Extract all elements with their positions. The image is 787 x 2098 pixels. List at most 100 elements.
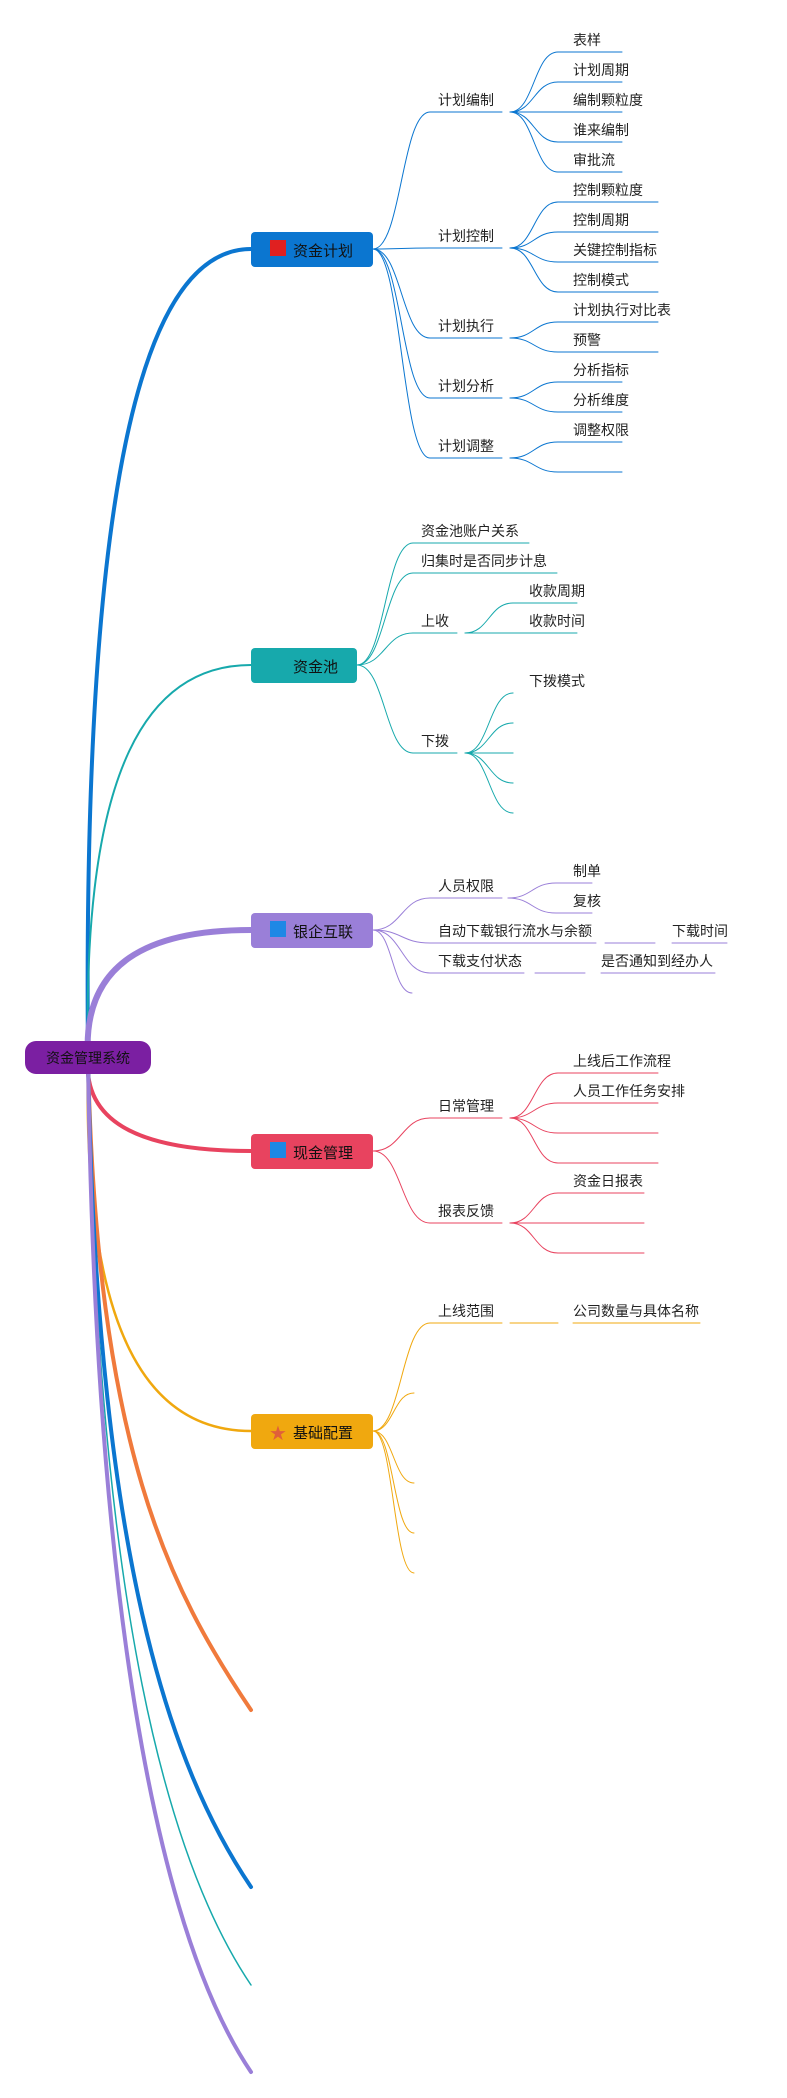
leaf-connector (509, 457, 559, 473)
subtopic-connector (372, 1430, 415, 1574)
subtopic-connector (356, 632, 414, 666)
subtopic-daily-management[interactable]: 日常管理 (438, 1099, 494, 1115)
subtopic-payment-status[interactable]: 下载支付状态 (438, 954, 522, 970)
blue-square-icon (270, 921, 286, 937)
leaf-connector (509, 1117, 559, 1134)
leaf-connector (464, 722, 514, 754)
leaf-connector (509, 201, 559, 249)
leaf[interactable]: 控制模式 (573, 273, 629, 289)
leaf-connector (509, 1102, 559, 1119)
branch-label: 资金池 (293, 658, 338, 676)
leaf-connector (509, 1117, 559, 1164)
leaf-connector (464, 752, 514, 814)
subtopic-connector (372, 929, 413, 994)
leaf[interactable]: 下拨模式 (529, 674, 585, 690)
leaf[interactable]: 上线后工作流程 (573, 1054, 671, 1070)
subtopic-plan-compile[interactable]: 计划编制 (438, 93, 494, 109)
leaf[interactable]: 谁来编制 (573, 123, 629, 139)
subtopic-collect[interactable]: 上收 (421, 614, 449, 630)
subtopic-plan-control[interactable]: 计划控制 (438, 229, 494, 245)
leaf[interactable]: 控制周期 (573, 213, 629, 229)
subtopic-pool-interest[interactable]: 归集时是否同步计息 (421, 553, 547, 570)
leaf-connector (509, 1072, 559, 1119)
subtopic-plan-analysis[interactable]: 计划分析 (438, 379, 494, 395)
branch-connector (86, 1055, 253, 2074)
subtopic-report-feedback[interactable]: 报表反馈 (438, 1204, 494, 1220)
subtopic-user-permission[interactable]: 人员权限 (438, 879, 494, 895)
branch-connector (84, 927, 254, 1060)
branch-connector (86, 1055, 253, 1433)
subtopic-connector (372, 1322, 431, 1432)
subtopic-connector (372, 1392, 415, 1432)
leaf-connector (507, 897, 557, 914)
branch-node-base-config[interactable]: ★ 基础配置 (251, 1414, 373, 1449)
leaf[interactable]: 制单 (573, 864, 601, 880)
leaf[interactable]: 表样 (573, 33, 601, 49)
subtopic-connector (372, 248, 431, 399)
leaf[interactable]: 复核 (573, 893, 601, 910)
leaf[interactable]: 关键控制指标 (573, 243, 657, 259)
leaf[interactable]: 调整权限 (573, 423, 629, 439)
root-node[interactable]: 资金管理系统 (25, 1041, 151, 1074)
leaf-connector (509, 81, 559, 113)
leaf-connector (509, 1222, 559, 1254)
leaf[interactable]: 计划执行对比表 (573, 303, 671, 319)
branch-node-cash-management[interactable]: 现金管理 (251, 1134, 373, 1169)
subtopic-connector (372, 897, 431, 931)
subtopic-connector (372, 111, 431, 250)
leaf-connector (509, 321, 559, 339)
subtopic-connector (372, 1430, 415, 1534)
branch-label: 银企互联 (293, 923, 353, 941)
subtopic-launch-scope[interactable]: 上线范围 (438, 1303, 494, 1320)
subtopic-plan-execute[interactable]: 计划执行 (438, 319, 494, 335)
leaf-connector (509, 247, 559, 293)
subtopic-pool-account[interactable]: 资金池账户关系 (421, 523, 519, 540)
subtopic-connector (372, 1150, 431, 1224)
subtopic-connector (372, 1117, 431, 1152)
leaf-connector (509, 111, 559, 173)
leaf-connector (509, 1192, 559, 1224)
branch-connector (85, 247, 253, 1059)
leaf[interactable]: 下载时间 (672, 924, 728, 940)
subtopic-connector (356, 572, 414, 666)
leaf[interactable]: 控制颗粒度 (573, 183, 643, 199)
branch-connector (86, 664, 252, 1058)
leaf-connector (464, 752, 514, 784)
leaf[interactable]: 收款时间 (529, 614, 585, 630)
subtopic-auto-download[interactable]: 自动下载银行流水与余额 (438, 923, 592, 940)
leaf[interactable]: 收款周期 (529, 584, 585, 600)
leaf[interactable]: 计划周期 (573, 63, 629, 79)
branch-node-fund-pool[interactable]: 资金池 (251, 648, 357, 683)
branch-node-fund-plan[interactable]: 资金计划 (251, 232, 373, 267)
branch-node-bank-link[interactable]: 银企互联 (251, 913, 373, 948)
blue-square-icon (270, 1142, 286, 1158)
leaf-connector (509, 231, 559, 249)
leaf[interactable]: 资金日报表 (573, 1174, 643, 1190)
leaf-connector (509, 51, 559, 113)
leaf[interactable]: 是否通知到经办人 (601, 953, 713, 970)
leaf[interactable]: 编制颗粒度 (573, 93, 643, 109)
leaf-connector (509, 441, 559, 459)
subtopic-connector (356, 664, 414, 754)
red-square-icon (270, 240, 286, 256)
root-label: 资金管理系统 (46, 1051, 130, 1067)
branch-connector (86, 1055, 253, 1889)
subtopic-plan-adjust[interactable]: 计划调整 (438, 439, 494, 455)
subtopic-connector (372, 1430, 415, 1484)
leaf[interactable]: 人员工作任务安排 (573, 1084, 685, 1100)
leaf[interactable]: 审批流 (573, 153, 615, 169)
leaf-connector (507, 882, 557, 899)
leaf[interactable]: 分析指标 (573, 363, 629, 379)
leaf[interactable]: 预警 (573, 333, 601, 349)
leaf-connector (464, 602, 514, 634)
leaf[interactable]: 公司数量与具体名称 (573, 1304, 699, 1320)
leaf-connector (509, 381, 559, 399)
subtopic-connector (372, 247, 431, 250)
leaf[interactable]: 分析维度 (573, 393, 629, 409)
subtopic-allocate[interactable]: 下拨 (421, 734, 449, 750)
leaf-connector (464, 692, 514, 754)
branch-label: 资金计划 (293, 242, 353, 260)
subtopic-connector (372, 929, 431, 944)
leaf-connector (509, 397, 559, 413)
